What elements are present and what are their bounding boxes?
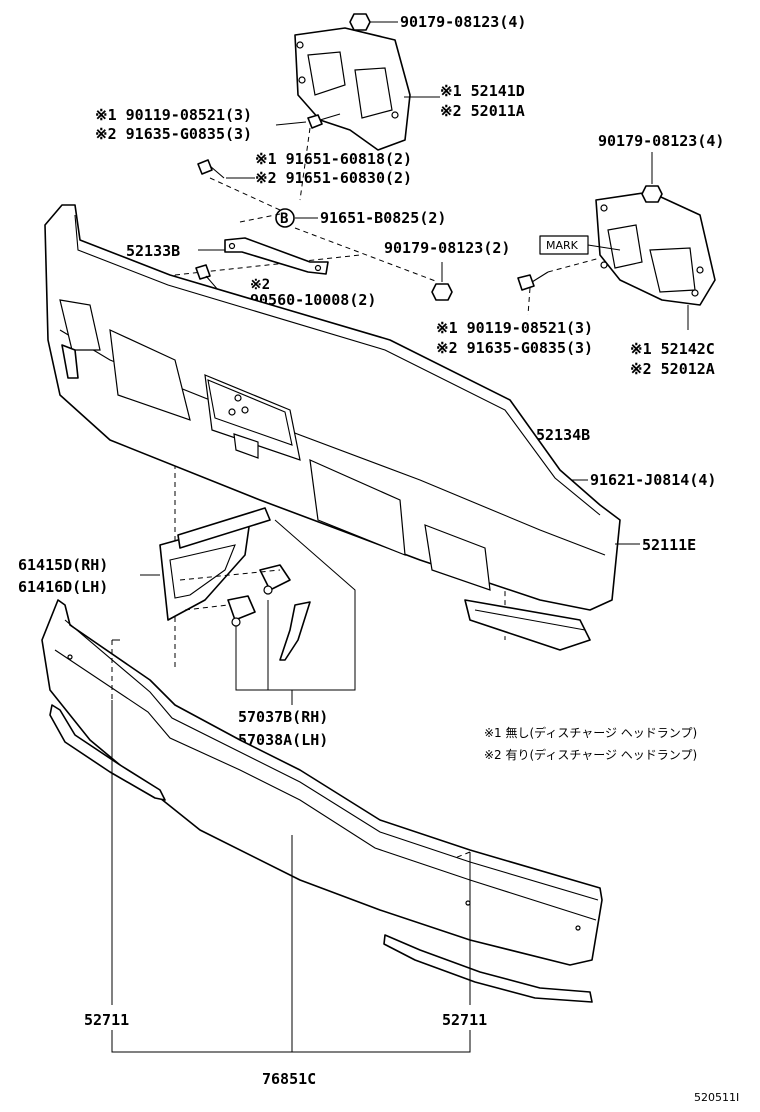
label-91651-b0825: 91651-B0825(2): [320, 209, 446, 227]
label-91635-left: ※2 91635-G0835(3): [95, 125, 252, 143]
label-52142c: ※1 52142C: [630, 340, 715, 358]
label-91621: 91621-J0814(4): [590, 471, 716, 489]
label-57037b: 57037B(RH): [238, 708, 328, 726]
label-91651-1: ※1 91651-60818(2): [255, 150, 412, 168]
nut-mid: [431, 283, 453, 301]
bolt-left-upper: [307, 113, 341, 129]
moulding-52711-right: [383, 934, 593, 1003]
label-61416d: 61416D(LH): [18, 578, 108, 596]
bolt-right: [517, 271, 549, 291]
label-76851c: 76851C: [262, 1070, 316, 1088]
label-52133b: 52133B: [126, 242, 180, 260]
label-90179-top: 90179-08123(4): [400, 13, 526, 31]
label-90119-left: ※1 90119-08521(3): [95, 106, 252, 124]
label-52711-right: 52711: [442, 1011, 487, 1029]
note-1: ※1 無し(ディスチャージ ヘッドランプ): [484, 725, 697, 740]
bracket-57037b: [179, 564, 311, 661]
bolt-small: [197, 159, 225, 179]
bumper-cover-52111e: [44, 204, 621, 651]
label-52111e: 52111E: [642, 536, 696, 554]
label-91635-right: ※2 91635-G0835(3): [436, 339, 593, 357]
note-mark-2: ※2: [250, 277, 270, 293]
label-90560: 90560-10008(2): [250, 291, 376, 309]
note-2: ※2 有り(ディスチャージ ヘッドランプ): [484, 747, 697, 762]
label-52141d: ※1 52141D: [440, 82, 525, 100]
label-52134b: 52134B: [536, 426, 590, 444]
label-91651-2: ※2 91651-60830(2): [255, 169, 412, 187]
mark-label: MARK: [546, 239, 579, 252]
label-90179-right: 90179-08123(4): [598, 132, 724, 150]
label-61415d: 61415D(RH): [18, 556, 108, 574]
label-52012a: ※2 52012A: [630, 360, 715, 378]
stay-52133b: [224, 237, 329, 275]
label-52011a: ※2 52011A: [440, 102, 525, 120]
label-90119-right: ※1 90119-08521(3): [436, 319, 593, 337]
label-90179-mid: 90179-08123(2): [384, 239, 510, 257]
bracket-right-upper: [595, 191, 716, 306]
bracket-left-upper: [294, 27, 411, 151]
label-52711-left: 52711: [84, 1011, 129, 1029]
cover-61415d: [159, 507, 271, 621]
diagram-code: 520511I: [694, 1091, 739, 1104]
nut-right-top: [641, 185, 663, 203]
clip-90560: [195, 264, 211, 280]
nut-top: [349, 13, 371, 31]
spoiler-76851c: [41, 599, 603, 966]
moulding-52711-left: [49, 704, 166, 801]
ref-circle-b: B: [280, 211, 288, 227]
label-57038a: 57038A(LH): [238, 731, 328, 749]
